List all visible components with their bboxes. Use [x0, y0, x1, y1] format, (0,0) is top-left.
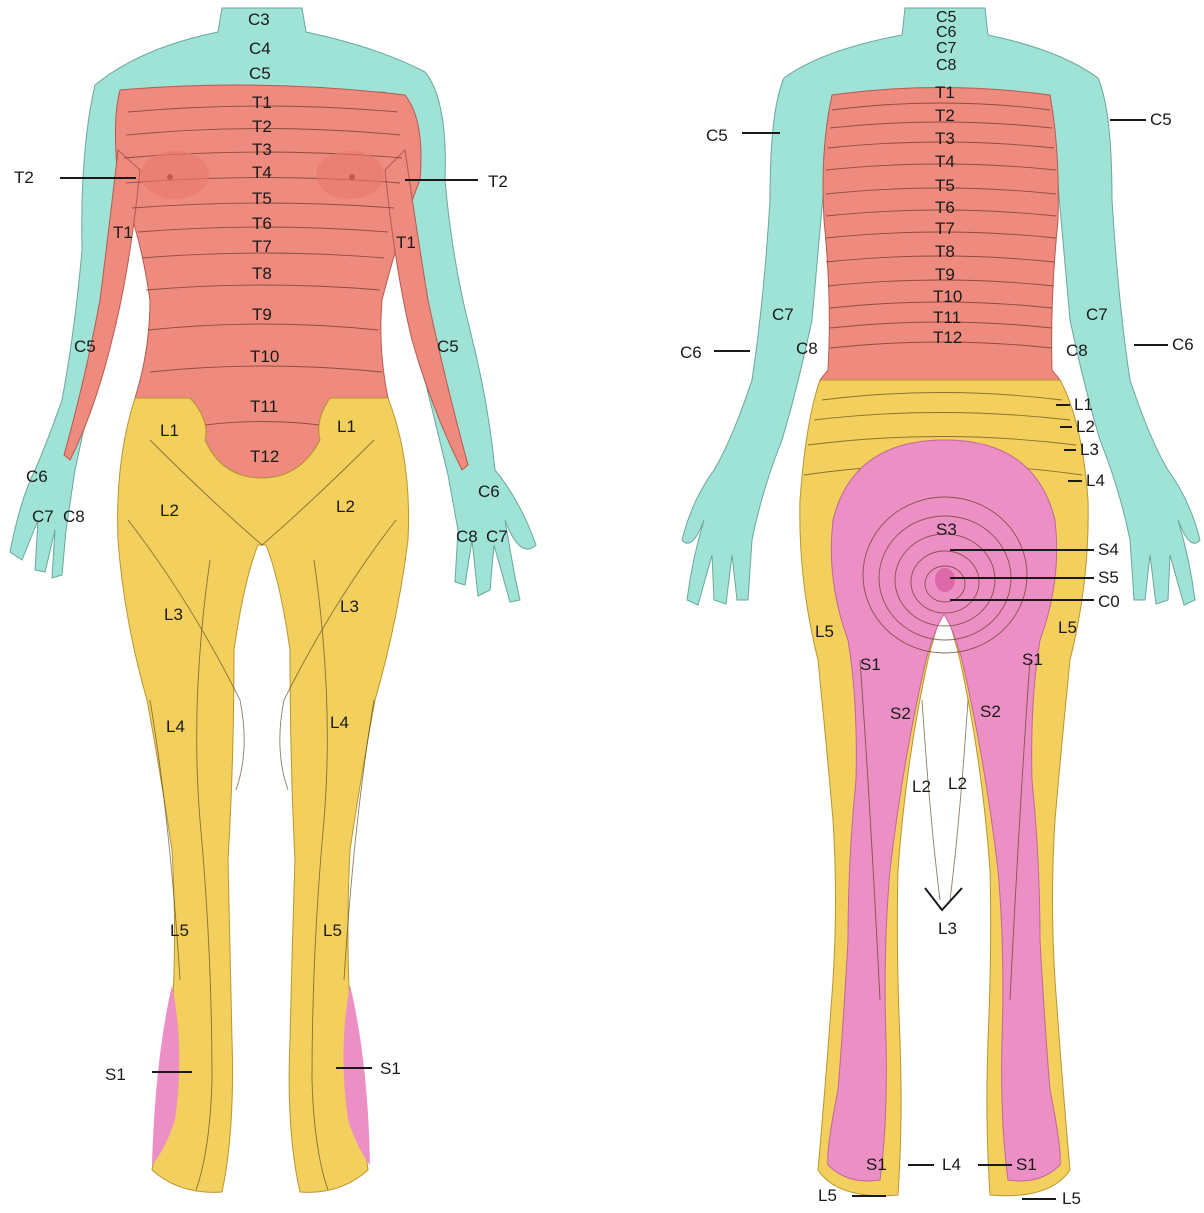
- front-label-t10: T10: [250, 347, 279, 366]
- front-label-t5: T5: [252, 189, 272, 208]
- back-label-l5-foot-left: L5: [818, 1186, 837, 1205]
- back-label-l2: L2: [1076, 417, 1095, 436]
- back-label-s1-thigh-right: S1: [1022, 650, 1043, 669]
- front-label-l5-right: L5: [323, 921, 342, 940]
- front-label-t3: T3: [252, 140, 272, 159]
- back-label-c7: C7: [936, 40, 957, 57]
- front-label-c8-right: C8: [456, 527, 478, 546]
- front-label-l2-left: L2: [160, 501, 179, 520]
- front-label-c5-arm-right: C5: [437, 337, 459, 356]
- back-label-t2: T2: [935, 106, 955, 125]
- front-breast-left: [141, 151, 209, 199]
- back-label-l2-inner-left: L2: [912, 777, 931, 796]
- back-label-s5: S5: [1098, 568, 1119, 587]
- back-label-t1: T1: [935, 83, 955, 102]
- front-label-c3: C3: [248, 10, 270, 29]
- back-label-s4: S4: [1098, 540, 1119, 559]
- front-label-t12: T12: [250, 447, 279, 466]
- front-label-t1-arm-right: T1: [396, 233, 416, 252]
- front-label-t7: T7: [252, 237, 272, 256]
- back-label-c6: C6: [936, 24, 957, 41]
- back-label-l5-foot-right: L5: [1062, 1189, 1081, 1208]
- front-label-t2-left: T2: [14, 168, 34, 187]
- front-label-c6-right: C6: [478, 482, 500, 501]
- back-label-l4-foot: L4: [942, 1155, 961, 1174]
- back-label-t10: T10: [933, 287, 962, 306]
- back-label-s1-foot-left: S1: [866, 1155, 887, 1174]
- back-label-l4: L4: [1086, 471, 1105, 490]
- front-label-t2-right: T2: [488, 172, 508, 191]
- back-label-co: C0: [1098, 592, 1120, 611]
- front-label-t8: T8: [252, 264, 272, 283]
- front-label-t9: T9: [252, 305, 272, 324]
- back-figure: C5 C6 C7 C8 T1 T2 T3 T4 T5 T6 T7 T8 T9 T…: [680, 8, 1200, 1208]
- back-label-l1: L1: [1074, 395, 1093, 414]
- front-label-l3-right: L3: [340, 597, 359, 616]
- back-label-t12: T12: [933, 328, 962, 347]
- back-label-c7-arm-right: C7: [1086, 305, 1108, 324]
- front-label-l4-right: L4: [330, 713, 349, 732]
- back-label-s2-left: S2: [890, 704, 911, 723]
- back-label-l3: L3: [1080, 440, 1099, 459]
- front-label-c7-right: C7: [486, 527, 508, 546]
- front-label-c6-left: C6: [26, 467, 48, 486]
- back-label-l5-left: L5: [815, 622, 834, 641]
- front-label-t11: T11: [250, 397, 278, 416]
- back-label-t9: T9: [935, 265, 955, 284]
- front-label-c4: C4: [249, 39, 271, 58]
- back-label-s1-thigh-left: S1: [860, 655, 881, 674]
- front-label-t1: T1: [252, 93, 272, 112]
- back-label-l3-knee: L3: [938, 919, 957, 938]
- front-label-l1-right: L1: [337, 417, 356, 436]
- back-label-l5-right: L5: [1058, 618, 1077, 637]
- back-label-s3: S3: [936, 520, 957, 539]
- front-label-t4: T4: [252, 163, 272, 182]
- back-label-c8: C8: [936, 57, 957, 74]
- back-label-t8: T8: [935, 242, 955, 261]
- front-label-l1-left: L1: [160, 421, 179, 440]
- front-label-l5-left: L5: [170, 921, 189, 940]
- back-label-c5-right: C5: [1150, 110, 1172, 129]
- back-label-l2-inner-right: L2: [948, 774, 967, 793]
- front-label-c7-left: C7: [32, 507, 54, 526]
- back-label-c6-left: C6: [680, 343, 702, 362]
- front-figure: C3 C4 C5 T1 T2 T3 T4 T5 T6 T7 T8 T9 T10 …: [10, 8, 536, 1192]
- front-label-t2: T2: [252, 117, 272, 136]
- front-label-s1-right: S1: [380, 1059, 401, 1078]
- back-l3-chevron: [925, 888, 962, 910]
- front-label-c8-left: C8: [63, 507, 85, 526]
- back-label-t6: T6: [935, 198, 955, 217]
- back-label-c8-arm-right: C8: [1066, 341, 1088, 360]
- back-label-t5: T5: [935, 176, 955, 195]
- front-label-c5: C5: [249, 64, 271, 83]
- back-label-c6-right: C6: [1172, 335, 1194, 354]
- front-label-c5-arm-left: C5: [74, 337, 96, 356]
- front-label-l3-left: L3: [164, 605, 183, 624]
- front-label-l2-right: L2: [336, 497, 355, 516]
- back-label-t4: T4: [935, 152, 955, 171]
- front-label-s1-left: S1: [105, 1065, 126, 1084]
- back-label-t7: T7: [935, 219, 955, 238]
- back-label-s2-right: S2: [980, 702, 1001, 721]
- back-label-t11: T11: [933, 308, 961, 327]
- back-label-c7-arm-left: C7: [772, 305, 794, 324]
- back-label-c8-arm-left: C8: [796, 339, 818, 358]
- back-label-c5-left: C5: [706, 126, 728, 145]
- front-label-l4-left: L4: [166, 717, 185, 736]
- front-label-t1-arm-left: T1: [113, 223, 133, 242]
- back-label-t3: T3: [935, 129, 955, 148]
- front-label-t6: T6: [252, 214, 272, 233]
- back-label-s1-foot-right: S1: [1016, 1155, 1037, 1174]
